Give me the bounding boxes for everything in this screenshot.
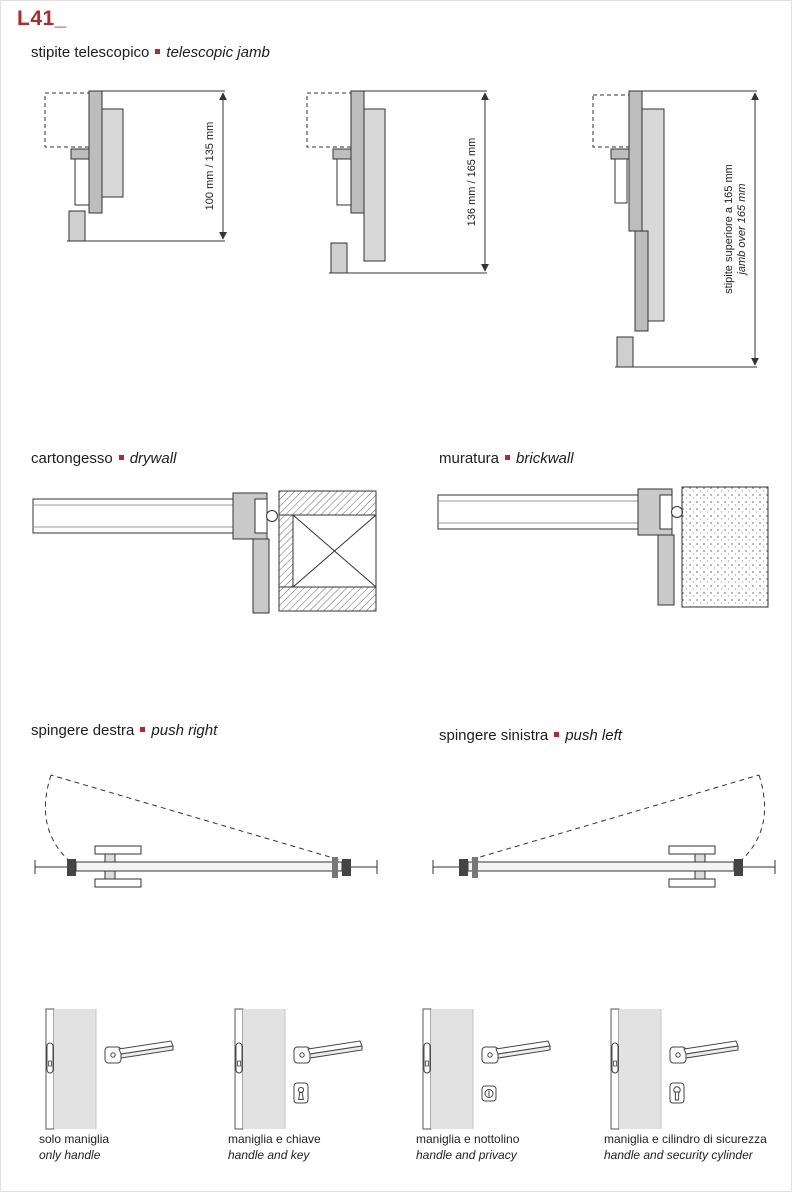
heading-drywall-it: cartongesso — [31, 450, 113, 467]
latch-bolt — [425, 1060, 429, 1067]
hinge-pivot — [472, 857, 478, 878]
drywall-hatch-bottom — [278, 586, 377, 612]
handle-caption-4-it: maniglia e cilindro di sicurezza — [604, 1132, 767, 1146]
lever-handle-bottom — [668, 878, 716, 888]
door-leaf-band — [431, 1009, 473, 1129]
heading-push-right-en: push right — [151, 722, 218, 739]
handle-caption-2-en: handle and key — [228, 1148, 310, 1163]
heading-telescopic-en: telescopic jamb — [166, 44, 270, 61]
handle-rose — [104, 1046, 122, 1064]
red-square-separator — [118, 455, 124, 461]
lever-handle-bottom — [94, 878, 142, 888]
push-right-swing-drawing — [31, 759, 381, 909]
lever-handle-top — [668, 845, 716, 855]
door-leaf-plan — [32, 498, 234, 534]
hinge-pivot — [332, 857, 338, 878]
handle-caption-1-en: only handle — [39, 1148, 101, 1163]
open-door-dashed-line — [50, 774, 348, 863]
jamb-profile — [88, 90, 103, 214]
lock-faceplate — [423, 1042, 431, 1074]
lock-faceplate — [46, 1042, 54, 1074]
section-heading-push-left: spingere sinistra push left — [439, 727, 622, 744]
handle-caption-1: solo maniglia only handle — [39, 1131, 109, 1163]
heading-push-left-en: push left — [565, 727, 622, 744]
heading-brickwall-en: brickwall — [516, 450, 574, 467]
wall-dashed-outline — [306, 92, 352, 148]
handle-caption-4-en: handle and security cylinder — [604, 1148, 753, 1163]
handle-option-drawing-handle-privacy — [416, 1008, 576, 1130]
dimension-label-medium: 136 mm / 165 mm — [466, 138, 478, 227]
jamb-profile — [628, 90, 643, 232]
drywall-hatch-top — [278, 490, 377, 516]
section-heading-drywall: cartongesso drywall — [31, 450, 176, 467]
jamb-section-large-drawing: stipite superiore a 165 mm jamb over 165… — [589, 83, 784, 383]
handle-caption-3-en: handle and privacy — [416, 1148, 517, 1163]
door-swing-plan — [34, 774, 378, 888]
lever-handle-top — [94, 845, 142, 855]
swing-arc — [736, 774, 766, 865]
heading-push-left-it: spingere sinistra — [439, 727, 549, 744]
handle-caption-3: maniglia e nottolino handle and privacy — [416, 1131, 519, 1163]
lock-faceplate — [235, 1042, 243, 1074]
handle-rose — [669, 1046, 687, 1064]
door-leaf-closed — [75, 861, 343, 872]
jamb-section-small-drawing: 100 mm / 135 mm — [39, 83, 239, 263]
brickwall-section-drawing — [436, 479, 771, 629]
red-square-separator — [505, 455, 511, 461]
heading-drywall-en: drywall — [129, 450, 177, 467]
handle-option-drawing-handle-cylinder — [604, 1008, 764, 1130]
handle-caption-1-it: solo maniglia — [39, 1132, 110, 1146]
handle-caption-2-it: maniglia e chiave — [228, 1132, 321, 1146]
door-leaf-band — [243, 1009, 285, 1129]
section-heading-telescopic: stipite telescopico telescopic jamb — [31, 44, 270, 61]
wall-end — [459, 859, 468, 876]
wall-dashed-outline — [592, 94, 632, 148]
brick-wall-stipple — [681, 486, 769, 608]
section-heading-brickwall: muratura brickwall — [439, 450, 574, 467]
wall-dashed-outline — [44, 92, 90, 148]
red-square-separator — [155, 49, 161, 55]
page-code: L41_ — [17, 7, 67, 30]
wall-end — [734, 859, 743, 876]
wall-end-left — [67, 859, 76, 876]
thumb-turn-icon — [484, 1089, 494, 1098]
handle-caption-4: maniglia e cilindro di sicurezza handle … — [604, 1131, 767, 1163]
handle-caption-3-it: maniglia e nottolino — [416, 1132, 520, 1146]
handle-option-drawing-only-handle — [39, 1008, 199, 1130]
heading-telescopic-it: stipite telescopico — [31, 44, 150, 61]
red-square-separator — [554, 732, 560, 738]
hinge-knuckle — [671, 506, 683, 518]
hinge-knuckle — [266, 510, 278, 522]
handle-caption-2: maniglia e chiave handle and key — [228, 1131, 321, 1163]
heading-push-right-it: spingere destra — [31, 722, 135, 739]
dimension-label-large-it: stipite superiore a 165 mm — [723, 164, 735, 294]
latch-bolt — [613, 1060, 617, 1067]
door-leaf-band — [54, 1009, 96, 1129]
wall-end-right — [342, 859, 351, 876]
jamb-profile — [350, 90, 365, 214]
lock-faceplate — [611, 1042, 619, 1074]
heading-brickwall-it: muratura — [439, 450, 500, 467]
section-heading-push-right: spingere destra push right — [31, 722, 217, 739]
swing-arc — [44, 774, 74, 865]
handle-rose — [481, 1046, 499, 1064]
latch-bolt — [48, 1060, 52, 1067]
handle-option-drawing-handle-key — [228, 1008, 388, 1130]
door-leaf-section — [363, 108, 386, 262]
door-leaf-section — [101, 108, 124, 198]
jamb-section-medium-drawing: 136 mm / 165 mm — [301, 83, 501, 295]
push-left-swing-drawing — [429, 759, 779, 909]
door-leaf-band — [619, 1009, 661, 1129]
handle-rose — [293, 1046, 311, 1064]
drywall-section-drawing — [31, 479, 381, 649]
red-square-separator — [140, 727, 146, 733]
door-swing-plan-mirrored — [432, 774, 776, 888]
dimension-label-small: 100 mm / 135 mm — [204, 122, 216, 211]
latch-bolt — [237, 1060, 241, 1067]
open-door-dashed-line — [462, 774, 760, 863]
dimension-label-large-en: jamb over 165 mm — [736, 183, 748, 276]
door-leaf-plan — [437, 494, 639, 530]
door-leaf-closed — [467, 861, 735, 872]
